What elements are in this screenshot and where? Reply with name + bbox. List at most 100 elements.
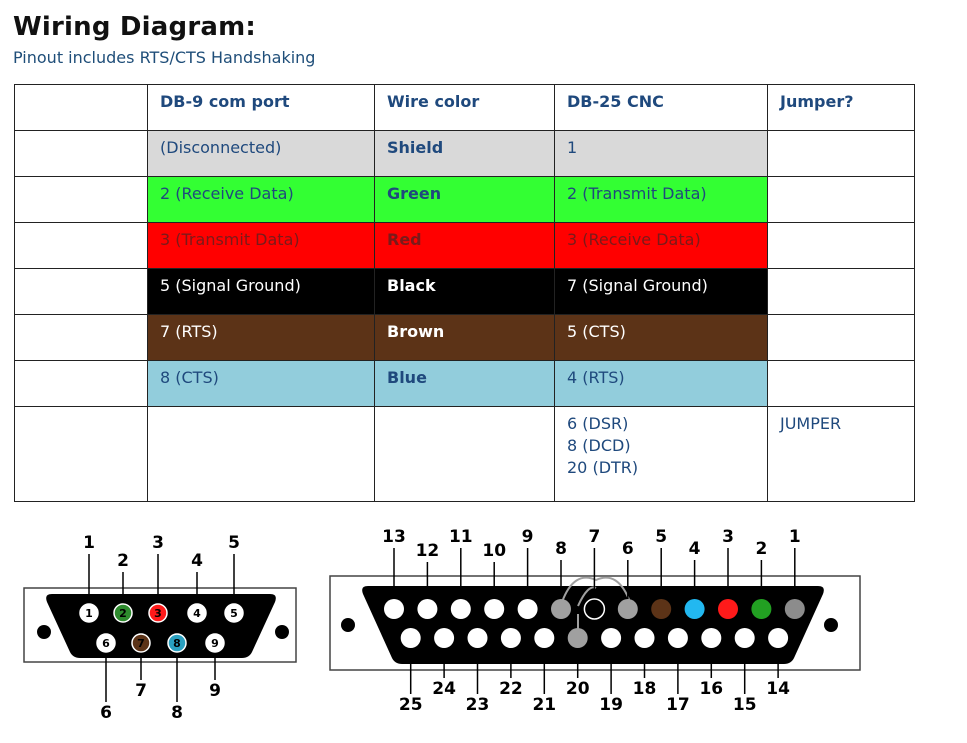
table-cell-db25: 2 (Transmit Data): [554, 176, 768, 223]
table-cell-jumper: [767, 130, 915, 177]
table-cell-wire-color: Blue: [374, 360, 555, 407]
db25-pin: [384, 599, 404, 619]
table-cell-blank: [14, 406, 148, 502]
jumper-wire: [561, 576, 631, 603]
db9-pin-number: 8: [173, 637, 181, 650]
table-cell-jumper: [767, 314, 915, 361]
table-cell-blank: [14, 176, 148, 223]
db25-pin-label: 12: [416, 541, 440, 561]
db9-pin-label: 7: [135, 681, 147, 701]
db25-pin: [500, 628, 521, 648]
db9-pin-number: 2: [119, 607, 127, 620]
db9-pin-number: 9: [211, 637, 219, 650]
table-cell-wire-color: Black: [374, 268, 555, 315]
db25-pin: [450, 599, 471, 619]
table-cell-db25: 7 (Signal Ground): [554, 268, 768, 315]
db25-screw-hole: [341, 618, 355, 632]
db25-pin: [601, 628, 622, 648]
db25-pin-label: 8: [555, 539, 567, 559]
table-cell-wire-color: Shield: [374, 130, 555, 177]
table-cell-blank: [14, 360, 148, 407]
db9-pin-label: 2: [117, 551, 129, 571]
header-jumper: Jumper?: [767, 84, 915, 131]
db9-pin-label: 8: [171, 703, 183, 718]
db25-pin-label: 11: [449, 527, 473, 547]
db9-pin-number: 1: [85, 607, 93, 620]
db25-pin-line: 20 (DTR): [567, 458, 639, 477]
db9-pin: [148, 603, 168, 623]
db25-pin-label: 9: [522, 527, 534, 547]
db25-pin: [751, 599, 772, 619]
table-cell-db9: 2 (Receive Data): [147, 176, 375, 223]
db25-pin-label: 1: [789, 527, 801, 547]
db25-pin-line: 6 (DSR): [567, 414, 629, 433]
header-wire-color: Wire color: [374, 84, 555, 131]
table-cell-db9: 3 (Transmit Data): [147, 222, 375, 269]
header-db9: DB-9 com port: [147, 84, 375, 131]
db25-pin-label: 21: [532, 695, 556, 715]
db25-pin-label: 10: [482, 541, 506, 561]
db25-pin-label: 7: [588, 527, 600, 547]
db25-pin: [484, 599, 505, 619]
table-cell-wire-color: [374, 406, 555, 502]
table-cell-wire-color: Red: [374, 222, 555, 269]
db25-pin: [684, 599, 705, 619]
header-db25: DB-25 CNC: [554, 84, 768, 131]
db25-pin: [400, 628, 421, 648]
db9-pin-label: 4: [191, 551, 203, 571]
table-header-row: DB-9 com port Wire color DB-25 CNC Jumpe…: [14, 84, 915, 131]
db9-pin: [224, 603, 244, 623]
table-cell-jumper: [767, 222, 915, 269]
db25-pin-label: 18: [633, 679, 657, 699]
header-cell-blank: [14, 84, 148, 131]
db25-pin: [534, 628, 555, 648]
db9-pin: [96, 633, 116, 653]
table-cell-db25: 1: [554, 130, 768, 177]
table-cell-wire-color: Brown: [374, 314, 555, 361]
db25-pin: [517, 599, 538, 619]
db25-pin-label: 24: [432, 679, 456, 699]
table-cell-db9: [147, 406, 375, 502]
db25-pin-label: 17: [666, 695, 690, 715]
db25-pin: [583, 598, 606, 620]
db25-pin: [417, 599, 438, 619]
db25-pin: [467, 628, 488, 648]
table-cell-jumper: [767, 176, 915, 223]
db25-pin: [734, 628, 755, 648]
db25-pin-label: 22: [499, 679, 523, 699]
table-cell-db9: 8 (CTS): [147, 360, 375, 407]
db25-connector-diagram: 1312111098765432125242322212019181716151…: [329, 527, 861, 715]
db25-pin-label: 13: [382, 527, 406, 547]
db25-pin: [651, 599, 672, 619]
db25-pin: [768, 628, 789, 648]
table-cell-db25: 3 (Receive Data): [554, 222, 768, 269]
db9-pin-label: 1: [83, 533, 95, 553]
db25-pin-label: 2: [755, 539, 767, 559]
table-cell-blank: [14, 130, 148, 177]
db25-pin: [434, 628, 455, 648]
db25-pin-label: 25: [399, 695, 423, 715]
db25-pin-label: 20: [566, 679, 590, 699]
db25-pin: [667, 628, 688, 648]
db9-pin-label: 9: [209, 681, 221, 701]
wiring-table: DB-9 com port Wire color DB-25 CNC Jumpe…: [14, 84, 915, 502]
db9-pin-number: 3: [154, 607, 162, 620]
table-cell-blank: [14, 314, 148, 361]
table-cell-wire-color: Green: [374, 176, 555, 223]
table-cell-blank: [14, 222, 148, 269]
db9-pin: [79, 603, 99, 623]
table-cell-jumper: JUMPER: [767, 406, 915, 502]
table-cell-db9: 7 (RTS): [147, 314, 375, 361]
db25-body: [362, 586, 824, 664]
db25-pin-label: 19: [599, 695, 623, 715]
db9-pin-number: 6: [102, 637, 110, 650]
db25-screw-hole: [824, 618, 838, 632]
db25-pin-label: 4: [689, 539, 701, 559]
